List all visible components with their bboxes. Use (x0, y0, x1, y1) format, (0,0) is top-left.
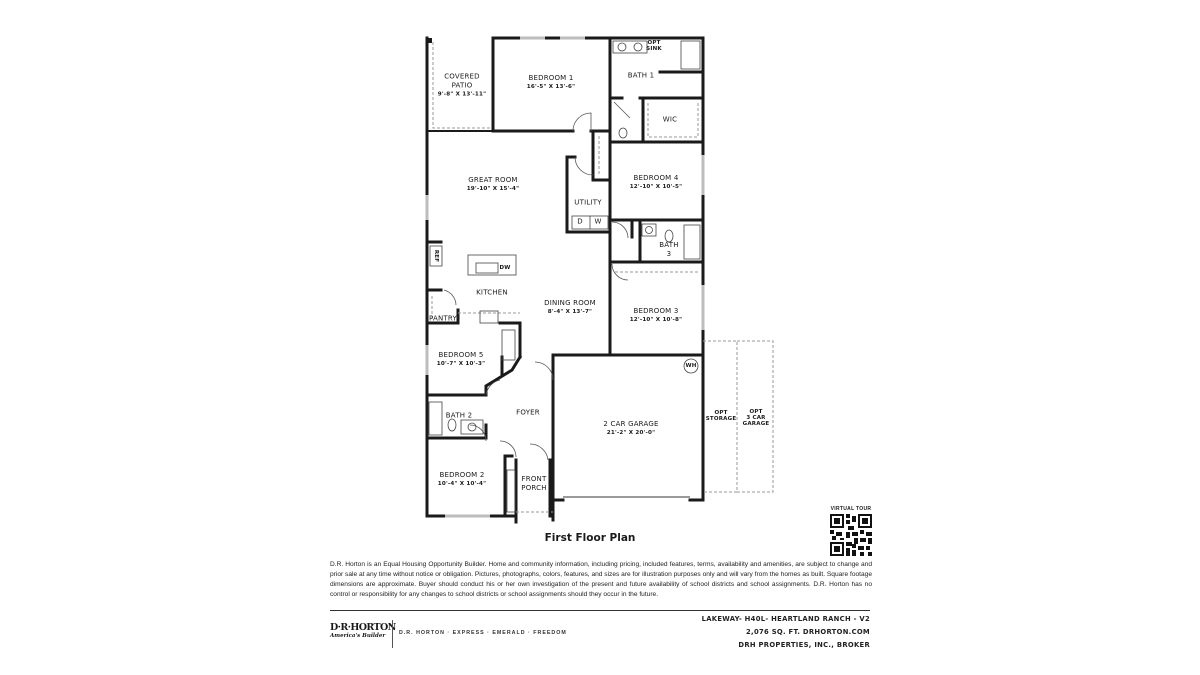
legal-disclaimer: D.R. Horton is an Equal Housing Opportun… (330, 561, 872, 598)
bed2-closet (506, 469, 516, 513)
sink-icon (617, 42, 627, 52)
label-water-heater: WH (685, 363, 697, 369)
footer-divider (330, 610, 870, 611)
broker-info: DRH PROPERTIES, INC., BROKER (738, 641, 870, 649)
bed5-closet (501, 329, 516, 361)
door-swing-bed5 (485, 379, 501, 396)
ref-icon (429, 245, 443, 267)
porch-walls (514, 498, 555, 524)
sink-icon (645, 226, 653, 234)
bath3-walls (608, 218, 705, 264)
kitchen-left (425, 240, 522, 359)
qr-code-icon[interactable] (830, 514, 872, 556)
range-icon (479, 310, 499, 324)
door-swing-bath2 (469, 424, 487, 442)
bedroom4-walls (608, 140, 705, 239)
drhorton-logo: D·R·HORTON America's Builder (330, 622, 396, 640)
room-label-kitchen: KITCHEN (476, 288, 508, 297)
door-swing-bed3 (611, 263, 629, 281)
closet-walls (591, 129, 612, 264)
square-footage-website: 2,076 SQ. FT. DRHORTON.COM (746, 628, 870, 636)
door-swing-front (529, 443, 549, 461)
exterior-wall (425, 36, 518, 518)
brand-list: D.R. HORTON · EXPRESS · EMERALD · FREEDO… (399, 630, 567, 636)
logo-tagline: America's Builder (330, 633, 386, 639)
bath2-sink (460, 419, 484, 435)
kitchen-sink (475, 262, 499, 274)
room-label-wic: WIC (662, 115, 678, 124)
sink-icon (633, 42, 643, 52)
water-heater-icon (683, 358, 699, 374)
logo-divider (392, 620, 393, 648)
label-washer: W (594, 217, 602, 226)
toilet-icon (618, 127, 628, 139)
plan-title: First Floor Plan (544, 532, 636, 544)
foyer-walls (514, 458, 552, 518)
door-swing-bed2 (499, 440, 517, 458)
shower-icon (680, 40, 701, 70)
door-swing-garage (534, 361, 554, 381)
sink-icon (467, 422, 477, 432)
door-swing-bath3 (611, 221, 629, 239)
room-label-foyer: FOYER (516, 408, 540, 417)
plan-info: LAKEWAY- H40L- HEARTLAND RANCH - V2 2,07… (702, 613, 870, 652)
door-swing-pantry (443, 289, 457, 306)
opt-3car-outline (737, 340, 774, 493)
room-label-pantry: PANTRY (429, 314, 457, 323)
room-label-bath-2: BATH 2 (445, 411, 473, 420)
kitchen-island (467, 254, 517, 276)
bath1-vanity (612, 40, 648, 54)
door-swing-bed1 (572, 112, 592, 132)
bathtub-icon (683, 224, 701, 260)
toilet-icon (447, 418, 457, 432)
opt-storage-outline (703, 340, 738, 493)
exterior-wall-top (491, 36, 705, 502)
utility-walls (565, 155, 612, 234)
bath3-sink (641, 223, 657, 237)
logo-wordmark: D·R·HORTON (330, 622, 396, 633)
bath1-walls (608, 70, 705, 144)
patio-dash (432, 42, 490, 129)
virtual-tour-label: VIRTUAL TOUR (830, 506, 872, 512)
toilet-icon (664, 229, 674, 243)
room-label-utility: UTILITY (574, 198, 602, 207)
label-refrigerator: REF (433, 249, 439, 263)
plan-name: LAKEWAY- H40L- HEARTLAND RANCH - V2 (701, 615, 870, 623)
bath2-tub (428, 401, 443, 436)
room-label-bath-1: BATH 1 (627, 71, 655, 80)
wic-shelves (647, 103, 699, 138)
door-swing-utility (574, 156, 594, 176)
label-dishwasher: DW (499, 265, 511, 271)
bedroom2-walls (425, 436, 518, 518)
door-swing-bath1 (613, 101, 631, 119)
label-dryer: D (577, 217, 583, 226)
